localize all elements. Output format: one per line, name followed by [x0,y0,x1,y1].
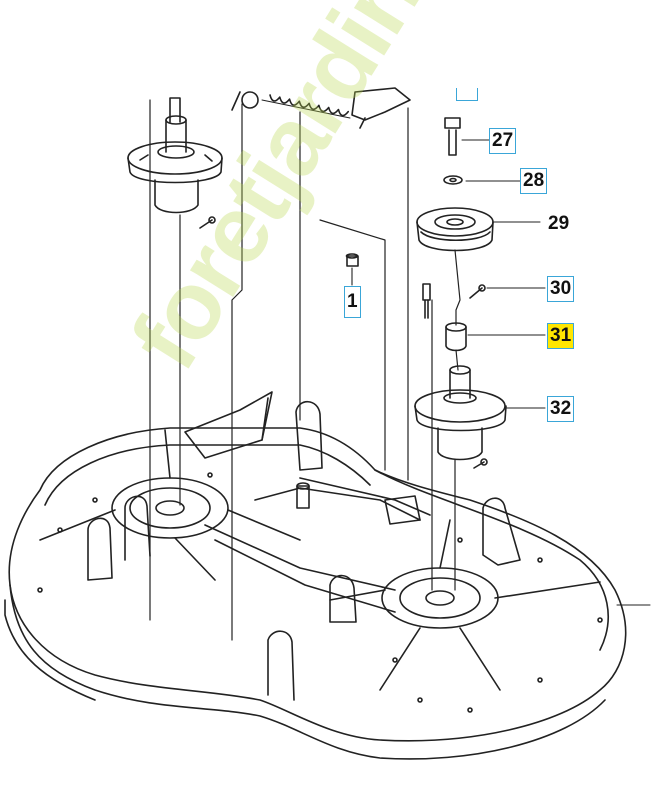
part-label-30: 30 [547,276,575,302]
part-label-28: 28 [520,168,548,194]
assembly-lines [149,99,461,641]
part-label-31: 31 [547,323,575,349]
nut [345,253,359,267]
mower-deck-housing [4,391,627,760]
right-spindle-assembly [414,365,507,469]
bolt [444,117,461,156]
left-spindle-assembly [127,97,223,229]
part-label-1: 1 [344,286,361,318]
bolt-small [422,283,431,319]
spacer [445,322,467,352]
part-label-29: 29 [548,213,570,234]
part-label-32: 32 [547,396,575,422]
clipped-label-box [456,88,478,101]
leader-lines [351,139,651,606]
washer [443,175,463,185]
idler-spring-assembly [231,87,411,129]
screw [469,284,486,299]
pulley [416,207,494,252]
part-label-27: 27 [489,128,517,154]
